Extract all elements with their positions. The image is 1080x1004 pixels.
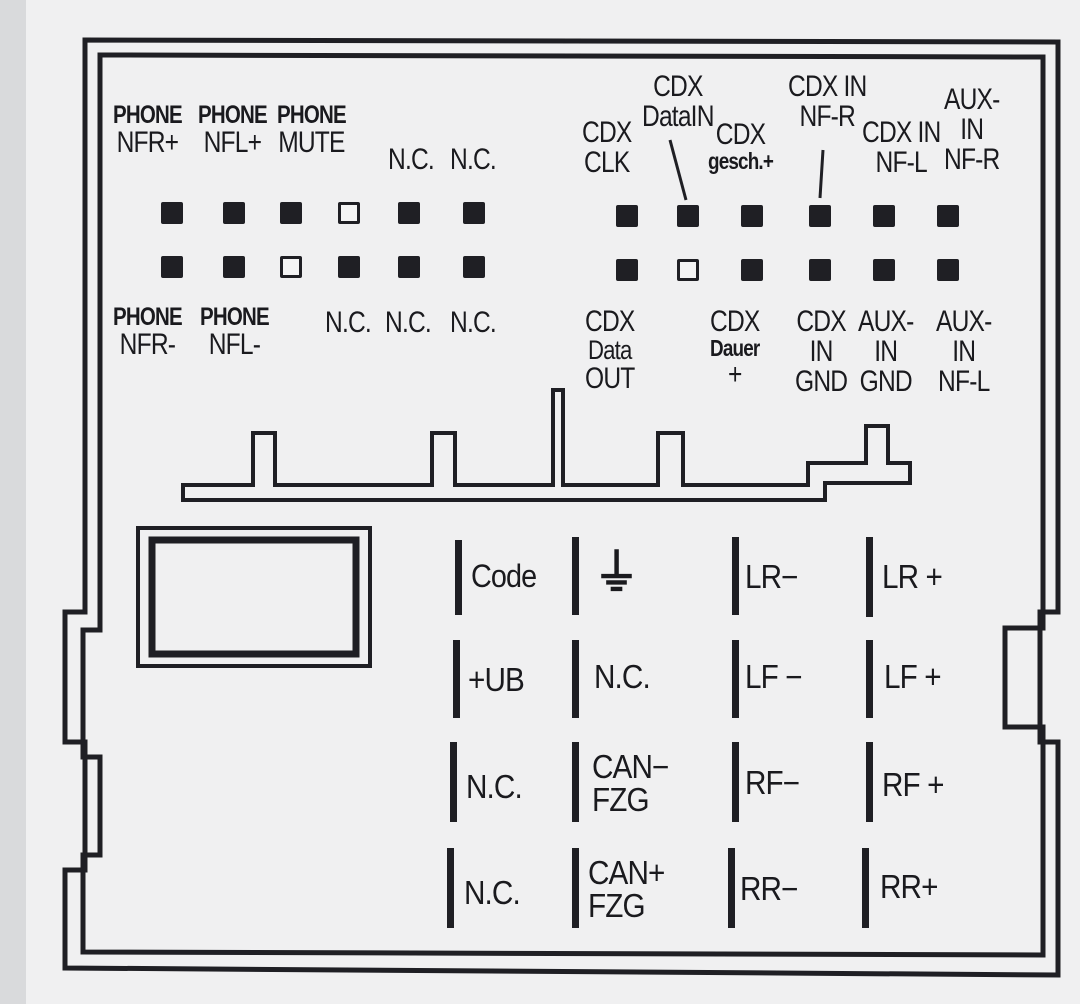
pin bbox=[161, 256, 183, 278]
pin bbox=[809, 259, 831, 281]
leader-line bbox=[668, 139, 688, 201]
blade-pin bbox=[866, 537, 873, 617]
pin-label: CDX Data OUT bbox=[585, 305, 635, 395]
pin-label: RR− bbox=[740, 870, 798, 907]
pin-label: AUX- IN NF-R bbox=[944, 83, 1000, 176]
pin bbox=[463, 256, 485, 278]
keying-ridge bbox=[181, 388, 912, 502]
pin bbox=[616, 205, 638, 227]
blade-pin bbox=[866, 640, 873, 718]
pin-label: RR+ bbox=[880, 868, 938, 905]
pin-label: Code bbox=[471, 558, 537, 594]
pin bbox=[741, 205, 763, 227]
pin bbox=[338, 256, 360, 278]
blade-pin bbox=[572, 742, 579, 822]
pin-label: CDX gesch.+ bbox=[708, 118, 774, 174]
blade-pin bbox=[866, 742, 873, 822]
pin-label: LR− bbox=[745, 558, 799, 595]
pin-label: LR + bbox=[882, 558, 943, 595]
pin bbox=[223, 202, 245, 224]
blade-pin bbox=[862, 848, 869, 928]
pin-label: N.C. bbox=[594, 658, 651, 695]
pin bbox=[616, 259, 638, 281]
pin bbox=[741, 259, 763, 281]
pin bbox=[280, 202, 302, 224]
blade-pin bbox=[572, 848, 579, 928]
pin-label: N.C. bbox=[325, 306, 372, 339]
pin-label: CDX IN NF-L bbox=[862, 116, 941, 179]
outer-frame bbox=[62, 37, 1061, 978]
blade-pin bbox=[572, 537, 579, 615]
ground-icon: ⏚ bbox=[594, 545, 639, 601]
pin-label: LF + bbox=[884, 658, 942, 695]
pin-label: AUX- IN NF-L bbox=[936, 305, 992, 398]
pin-label: PHONE NFL+ bbox=[198, 101, 268, 159]
inner-frame bbox=[80, 52, 1046, 958]
leader-line bbox=[818, 149, 825, 199]
blade-pin bbox=[455, 540, 462, 615]
pin-label: PHONE NFR- bbox=[113, 303, 183, 361]
pin bbox=[223, 256, 245, 278]
pin bbox=[873, 259, 895, 281]
pin bbox=[463, 202, 485, 224]
blade-pin bbox=[572, 640, 579, 718]
pin-label: PHONE NFL- bbox=[200, 303, 270, 361]
pin-label: LF − bbox=[745, 658, 803, 695]
socket-outer bbox=[136, 526, 372, 668]
pin-empty bbox=[280, 256, 302, 278]
pin bbox=[161, 202, 183, 224]
pin bbox=[937, 259, 959, 281]
pin-label: +UB bbox=[468, 661, 525, 698]
pin-label: CDX IN NF-R bbox=[788, 70, 867, 133]
blade-pin bbox=[732, 537, 739, 615]
blade-pin bbox=[728, 848, 735, 928]
pin-label: N.C. bbox=[388, 143, 435, 176]
blade-pin bbox=[450, 742, 457, 822]
pin-label: CDX IN GND bbox=[795, 305, 848, 398]
pin bbox=[873, 205, 895, 227]
blade-pin bbox=[453, 640, 460, 718]
pin-empty bbox=[677, 259, 699, 281]
pin-label: PHONE MUTE bbox=[277, 101, 347, 159]
pin bbox=[398, 202, 420, 224]
pin bbox=[937, 205, 959, 227]
pin-label: CDX CLK bbox=[582, 116, 632, 179]
pin-label: N.C. bbox=[466, 768, 523, 805]
pin-label: RF− bbox=[745, 764, 800, 801]
socket-inner bbox=[148, 536, 360, 658]
pin-label: AUX- IN GND bbox=[858, 305, 914, 398]
pin-label: PHONE NFR+ bbox=[113, 101, 183, 159]
blade-pin bbox=[732, 742, 739, 822]
pin-label: N.C. bbox=[450, 306, 497, 339]
pin-label: N.C. bbox=[450, 143, 497, 176]
pin bbox=[809, 205, 831, 227]
pin-label: N.C. bbox=[464, 874, 521, 911]
pin bbox=[677, 205, 699, 227]
pin-label: CDX Dauer + bbox=[710, 305, 760, 391]
pin-empty bbox=[338, 202, 360, 224]
pin-label: RF + bbox=[882, 766, 944, 803]
pin-label: CAN− FZG bbox=[592, 748, 669, 818]
blade-pin bbox=[732, 640, 739, 718]
pin-label: CAN+ FZG bbox=[588, 854, 665, 924]
pin bbox=[398, 256, 420, 278]
pin-label: CDX DataIN bbox=[642, 70, 714, 133]
blade-pin bbox=[447, 848, 454, 928]
pin-label: N.C. bbox=[385, 306, 432, 339]
